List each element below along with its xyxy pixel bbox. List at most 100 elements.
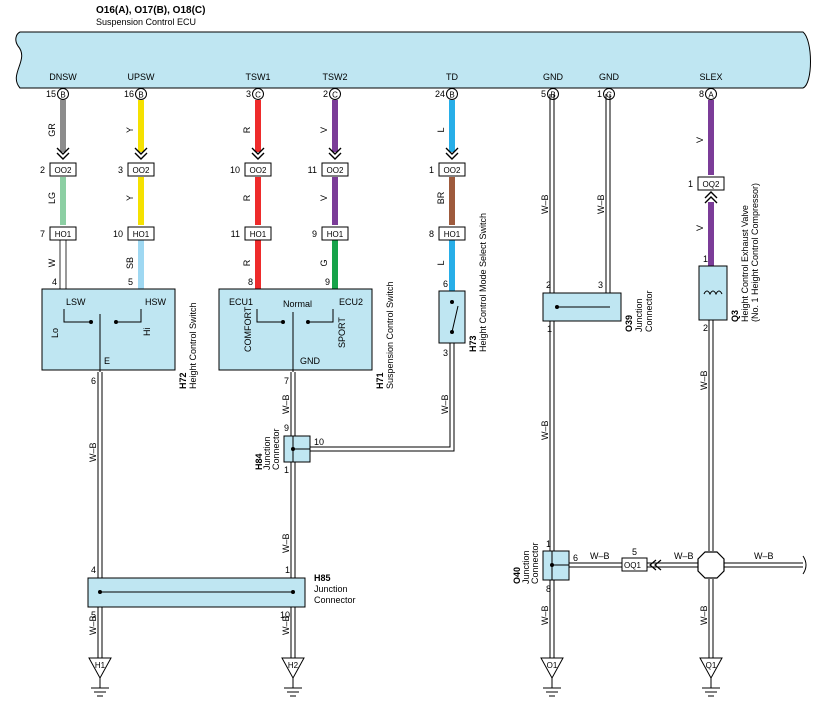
wb-label-9: W–B bbox=[540, 420, 550, 440]
ground-h1-icon: H1 bbox=[88, 657, 112, 697]
h84-name2: Connector bbox=[271, 428, 281, 470]
wb-label-8: W–B bbox=[596, 194, 606, 214]
connector-chevron-icon bbox=[328, 147, 342, 160]
h73-name: Height Control Mode Select Switch bbox=[478, 213, 488, 352]
wb-label-2: W–B bbox=[88, 615, 98, 635]
wb-label-15: W–B bbox=[754, 551, 774, 561]
o40-name2: Connector bbox=[530, 542, 540, 584]
connector-chevron-icon bbox=[704, 191, 718, 204]
h85-name1: Junction bbox=[314, 584, 348, 594]
ecu-terminal-label: GND bbox=[599, 72, 620, 82]
ecu-terminal-pin: 2 bbox=[323, 89, 328, 99]
ground-h2-icon: H2 bbox=[281, 657, 305, 697]
h71-comfort-label: COMFORT bbox=[243, 306, 253, 352]
o40-connector: 1 6 8 O40 Junction Connector bbox=[512, 539, 578, 594]
h72-pin-hsw: 5 bbox=[128, 277, 133, 287]
wb-harness: OQ1 5 bbox=[97, 94, 807, 658]
ecu-terminal-label: SLEX bbox=[699, 72, 722, 82]
ground-label: Q1 bbox=[706, 661, 717, 670]
wire-color-label: GR bbox=[47, 123, 57, 137]
o39-connector: 2 3 1 O39 Junction Connector bbox=[542, 280, 654, 334]
wire-color-label: BR bbox=[436, 191, 446, 204]
connector-pin: 10 bbox=[230, 165, 240, 175]
wb-label-14: W–B bbox=[674, 551, 694, 561]
wire-color-label: Y bbox=[125, 127, 135, 133]
connector-pin: 8 bbox=[429, 229, 434, 239]
ecu-terminal-pin: 16 bbox=[124, 89, 134, 99]
wire-color-label: R bbox=[242, 259, 252, 266]
ecu-terminal-circle bbox=[57, 88, 69, 100]
h71-normal-label: Normal bbox=[283, 299, 312, 309]
ecu-body bbox=[15, 31, 811, 89]
ground-q1-icon: Q1 bbox=[699, 657, 723, 697]
ecu-terminal-circle bbox=[329, 88, 341, 100]
ecu-terminal-conn: B bbox=[60, 91, 65, 100]
connector-label: HO1 bbox=[327, 230, 344, 239]
connector-chevron-icon bbox=[56, 147, 70, 160]
h72-pin-e: 6 bbox=[91, 376, 96, 386]
h85-pin-bl: 5 bbox=[91, 610, 96, 620]
connector-label: OQ2 bbox=[703, 180, 720, 189]
h85-name2: Connector bbox=[314, 595, 356, 605]
o40-pin-bot: 8 bbox=[546, 584, 551, 594]
h71-pin-ecu2: 9 bbox=[325, 277, 330, 287]
wb-label-12: W–B bbox=[699, 605, 709, 625]
wb-label-4: W–B bbox=[281, 533, 291, 553]
ecu-terminal-circle bbox=[446, 88, 458, 100]
ecu-terminal-label: GND bbox=[543, 72, 564, 82]
connector-label: OO2 bbox=[250, 166, 267, 175]
ecu-terminal-circle bbox=[252, 88, 264, 100]
connector-chevron-icon bbox=[134, 147, 148, 160]
wire-color-label: V bbox=[319, 127, 329, 133]
signal-wire-2: R R R bbox=[242, 100, 265, 289]
o39-pin1: 2 bbox=[546, 280, 551, 290]
ecu-title: O16(A), O17(B), O18(C) bbox=[96, 5, 205, 16]
ecu-terminal-pin: 15 bbox=[46, 89, 56, 99]
wire-color-label: V bbox=[695, 137, 705, 143]
connector-label: HO1 bbox=[250, 230, 267, 239]
wire-color-label: R bbox=[242, 126, 252, 133]
h84-connector: 9 10 1 H84 Junction Connector bbox=[254, 423, 324, 475]
wb-label-11: W–B bbox=[699, 370, 709, 390]
ecu-terminal-conn: B bbox=[138, 91, 143, 100]
connector-pin: 3 bbox=[118, 165, 123, 175]
ecu-terminal-circle bbox=[135, 88, 147, 100]
o39-name2: Connector bbox=[644, 290, 654, 332]
slex-wire: VV bbox=[695, 100, 718, 266]
ecu-terminal-label: TSW2 bbox=[322, 72, 347, 82]
h71-ecu2-label: ECU2 bbox=[339, 297, 363, 307]
connector-pin: 11 bbox=[308, 165, 317, 175]
q3-id: Q3 bbox=[730, 310, 740, 322]
h72-hsw-label: HSW bbox=[145, 297, 167, 307]
ecu-name: Suspension Control ECU bbox=[96, 17, 196, 27]
ecu-terminal-pin: 3 bbox=[246, 89, 251, 99]
o40-pin-side: 6 bbox=[573, 553, 578, 563]
wire-color-label: SB bbox=[125, 257, 135, 269]
o40-id: O40 bbox=[512, 567, 522, 584]
h84-name1: Junction bbox=[262, 436, 272, 470]
ecu-terminal-conn: B bbox=[449, 91, 454, 100]
h72-lsw-label: LSW bbox=[66, 297, 86, 307]
wire-color-label: R bbox=[242, 194, 252, 201]
h73-id: H73 bbox=[468, 335, 478, 352]
h85-id: H85 bbox=[314, 573, 331, 583]
h72-id: H72 bbox=[178, 372, 188, 389]
o40-name1: Junction bbox=[521, 550, 531, 584]
h84-pin-side: 10 bbox=[314, 437, 324, 447]
ecu-terminal-pin: 1 bbox=[597, 89, 602, 99]
connector-label: HO1 bbox=[444, 230, 461, 239]
connector-label: OO2 bbox=[327, 166, 344, 175]
ecu-terminal-conn: A bbox=[708, 91, 714, 100]
